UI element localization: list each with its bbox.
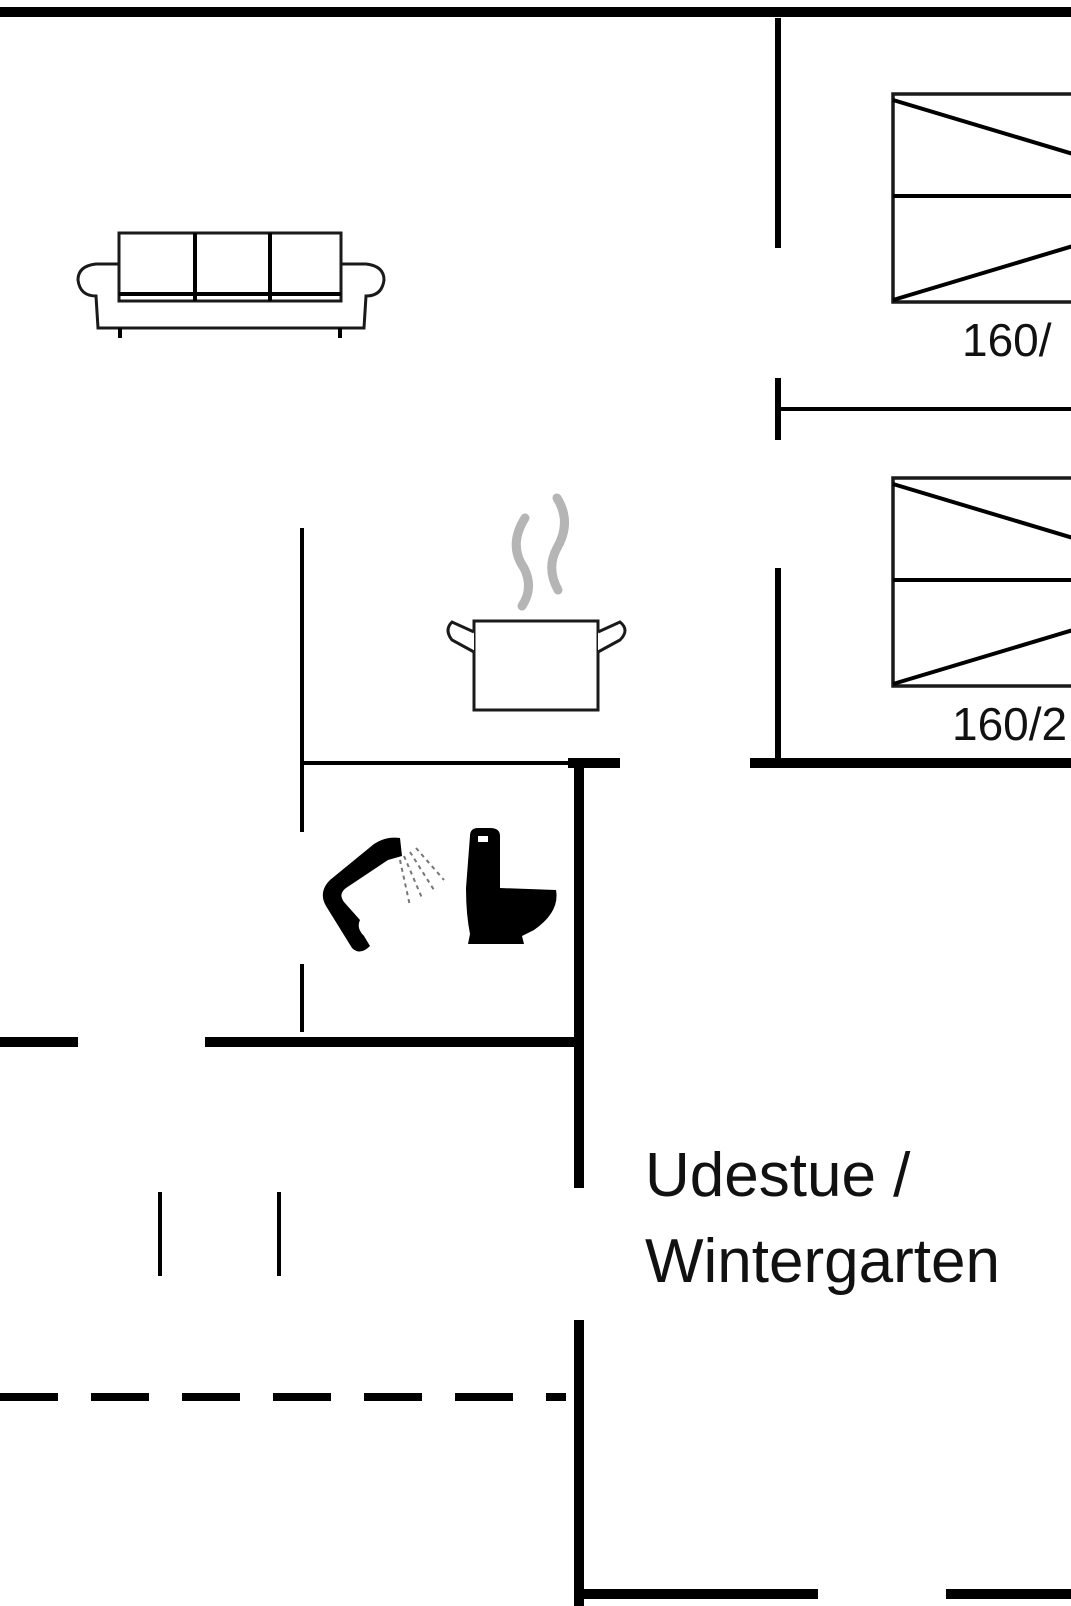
toilet-icon [466, 828, 557, 944]
steaming-pot-icon [446, 493, 627, 712]
room-label-line2: Wintergarten [645, 1227, 1000, 1296]
bed-icon-2 [891, 476, 1071, 688]
bed-bottom-label: 160/2 [952, 698, 1067, 750]
shower-icon [322, 837, 445, 952]
sofa-icon [76, 231, 386, 338]
walls [0, 7, 1071, 1606]
bed-icon [891, 92, 1071, 304]
room-label-line1: Udestue / [645, 1141, 911, 1210]
bed-top-label: 160/ [962, 314, 1052, 366]
